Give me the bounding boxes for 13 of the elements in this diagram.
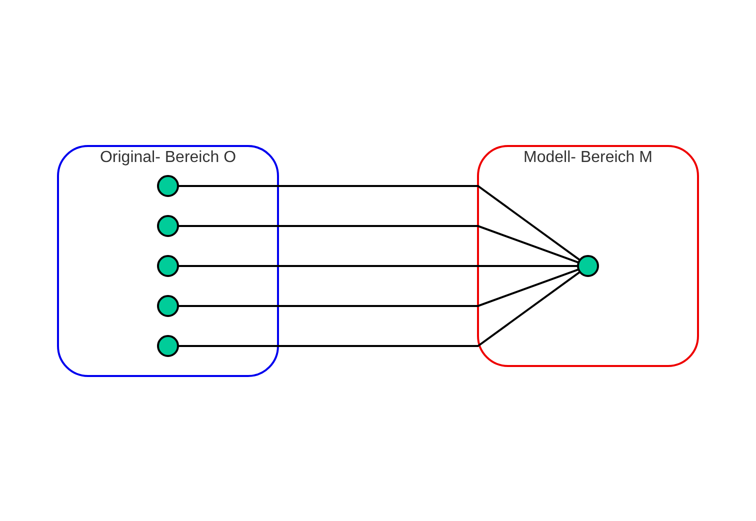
cluster: Modell- Bereich M [477,144,699,366]
node-circle [157,254,179,276]
connector [178,184,580,260]
connector [178,264,578,266]
cluster: Original- Bereich O [57,144,279,376]
connector [178,270,580,346]
connector [178,268,579,306]
node-circle [157,334,179,356]
node-circle [577,254,599,276]
node-circle [157,174,179,196]
node-circle [157,294,179,316]
node-circle [157,214,179,236]
connector [178,224,579,264]
